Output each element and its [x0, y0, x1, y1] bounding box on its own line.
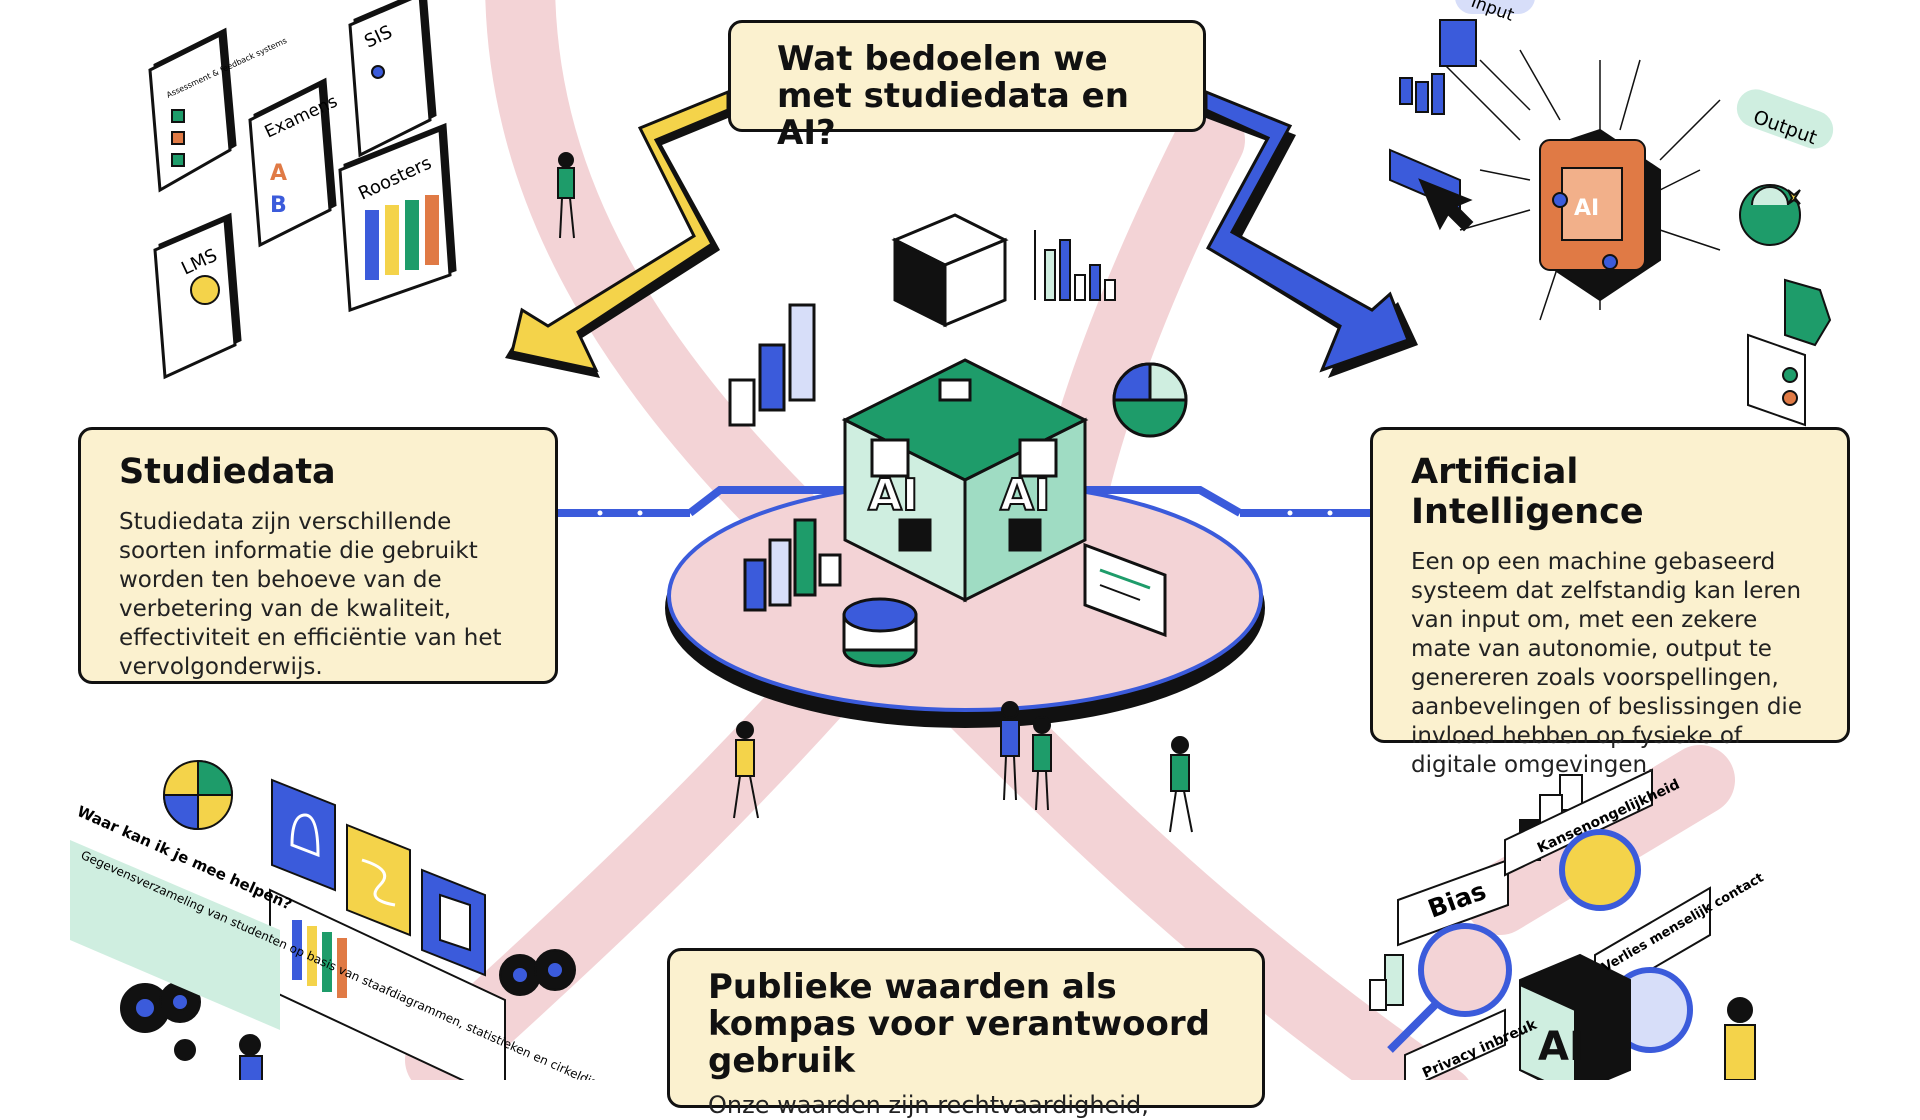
ai-body: Een op een machine gebaseerd systeem dat…	[1411, 549, 1802, 778]
publiek-body: Onze waarden zijn rechtvaardigheid,	[708, 1091, 1149, 1119]
pie-chart-small-icon	[162, 759, 234, 831]
circuit-lines	[1439, 49, 1721, 321]
studiedata-box: Studiedata Studiedata zijn verschillende…	[78, 427, 558, 684]
sis-document	[348, 0, 437, 158]
input-pill	[1455, 0, 1535, 14]
publiek-box: Publieke waarden als kompas voor verantw…	[667, 948, 1265, 1119]
ai-block-label: AI	[1538, 1024, 1584, 1070]
gear-icon-bottom	[499, 949, 576, 996]
pie-chart-icon	[1112, 362, 1188, 438]
bar-chart-icon	[728, 303, 816, 427]
report-icon	[421, 868, 486, 977]
lms-document	[153, 212, 242, 380]
grade-a-label: A	[270, 161, 287, 186]
cube-ai-right-label: AI	[1000, 470, 1050, 521]
privacy-sign	[1404, 1008, 1506, 1080]
input-icons	[1389, 19, 1477, 232]
document-stack-icon	[891, 213, 1009, 328]
assistant-scene	[70, 759, 576, 1080]
output-pill	[1736, 89, 1834, 149]
yellow-arrow	[505, 89, 730, 378]
route-icon	[346, 823, 411, 937]
ai-input-output-system	[1389, 0, 1834, 427]
risks-scene	[1369, 768, 1756, 1080]
assessment-document	[148, 27, 237, 193]
examens-document	[248, 77, 337, 248]
ai-data-cube	[841, 358, 1089, 603]
title-box: Wat bedoelen we met studiedata en AI?	[728, 20, 1206, 152]
output-icons	[1739, 184, 1832, 427]
gear-icon-left	[120, 981, 201, 1033]
bias-sign	[1397, 858, 1509, 947]
ai-box: Artificial Intelligence Een op een machi…	[1370, 427, 1850, 778]
infographic-canvas: AI AI	[70, 0, 1834, 1080]
magnifier-kansen-icon	[1559, 829, 1641, 911]
ai-heading: Artificial Intelligence	[1411, 452, 1644, 532]
people-bottom-left	[174, 1034, 263, 1080]
studiedata-body: Studiedata zijn verschillende soorten in…	[119, 509, 502, 680]
blue-arrow	[1204, 89, 1418, 378]
donut-chart-icon	[842, 597, 918, 668]
studiedata-heading: Studiedata	[119, 452, 336, 492]
chip-ai-label: AI	[1574, 196, 1599, 221]
people-group-center	[1000, 701, 1052, 811]
person-figure-top	[557, 152, 575, 239]
magnifier-bias-icon	[1387, 923, 1512, 1053]
page-title: Wat bedoelen we met studiedata en AI?	[777, 39, 1129, 153]
dashboard-panel-icon	[1083, 542, 1167, 638]
assistant-answer-bubble	[70, 840, 280, 1030]
grade-b-label: B	[270, 193, 287, 218]
ai-block	[1519, 953, 1631, 1080]
cube-ai-left-label: AI	[868, 470, 918, 521]
ai-chip	[1539, 128, 1661, 302]
data-source-documents	[148, 0, 457, 380]
bell-icon	[271, 778, 336, 892]
roosters-document	[338, 122, 457, 313]
person-bottom-right	[1724, 997, 1756, 1080]
person-figure-right	[1169, 736, 1193, 833]
column-chart-icon	[1034, 230, 1116, 301]
kansen-sign	[1504, 768, 1653, 877]
cylinder-chart-icon	[743, 518, 842, 612]
person-figure-left	[733, 721, 759, 819]
publiek-heading: Publieke waarden als kompas voor verantw…	[708, 967, 1210, 1081]
